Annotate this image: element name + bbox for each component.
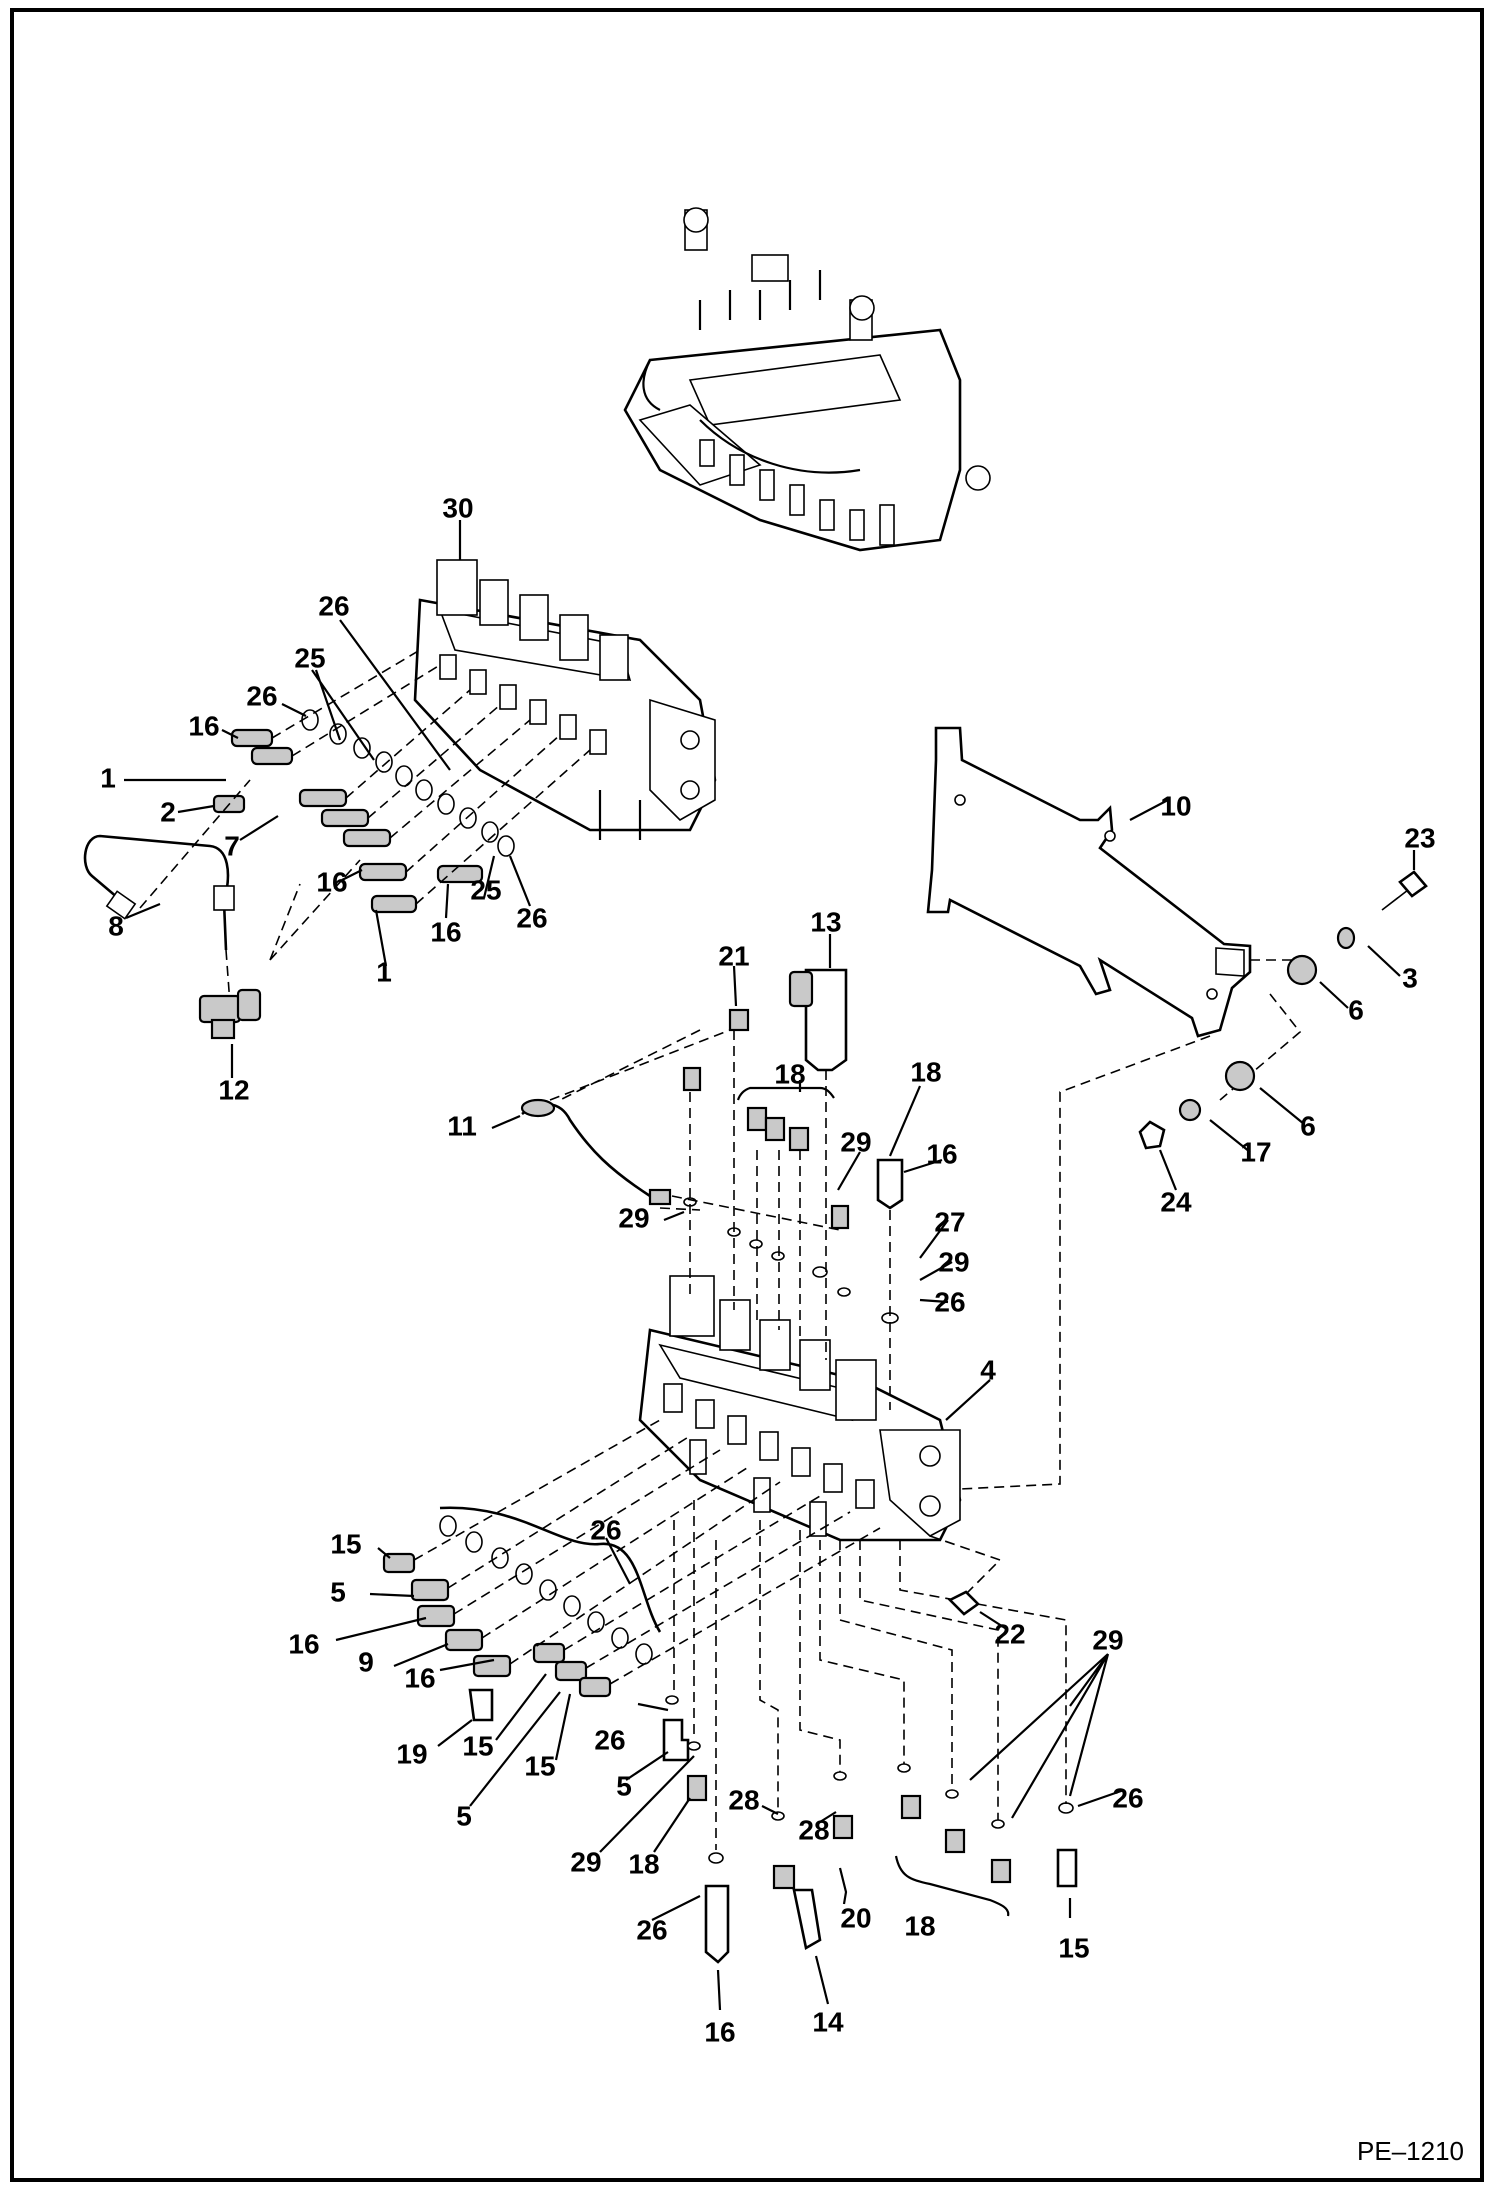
callout-label-30: 30	[442, 492, 473, 523]
callout-label-18-c: 18	[628, 1848, 659, 1879]
callout-label-29-c: 29	[938, 1246, 969, 1277]
overview-valve-assembly	[623, 207, 991, 552]
callout-label-12: 12	[218, 1074, 249, 1105]
callout-label-18-a: 18	[774, 1058, 805, 1089]
top-fittings	[559, 968, 904, 1410]
grouping-brackets	[736, 1086, 1010, 1917]
callout-label-28-a: 28	[728, 1784, 759, 1815]
drawing-code: PE–1210	[1357, 2136, 1464, 2166]
callout-label-13: 13	[810, 906, 841, 937]
callout-label-16-b: 16	[316, 866, 347, 897]
callout-label-28-b: 28	[798, 1814, 829, 1845]
callout-label-26-g: 26	[1112, 1782, 1143, 1813]
tube-8	[83, 779, 361, 1005]
callout-label-16-d: 16	[926, 1138, 957, 1169]
callout-label-10: 10	[1160, 790, 1191, 821]
callout-label-4: 4	[980, 1354, 996, 1385]
callout-label-1-a: 1	[100, 762, 116, 793]
callout-label-16-c: 16	[430, 916, 461, 947]
leader-lines	[124, 520, 1416, 2011]
callout-label-18-b: 18	[910, 1056, 941, 1087]
tee-fitting-12	[198, 988, 262, 1040]
callout-label-15-b: 15	[462, 1730, 493, 1761]
callout-label-29-a: 29	[840, 1126, 871, 1157]
callout-label-26-b: 26	[246, 680, 277, 711]
callout-label-26-c: 26	[516, 902, 547, 933]
callout-label-15-a: 15	[330, 1528, 361, 1559]
callout-label-16-e: 16	[288, 1628, 319, 1659]
callout-label-21: 21	[718, 940, 749, 971]
callout-label-3: 3	[1402, 962, 1418, 993]
callout-label-26-d: 26	[934, 1286, 965, 1317]
callout-label-26-e: 26	[590, 1514, 621, 1545]
callout-label-15-d: 15	[1058, 1932, 1089, 1963]
callout-label-26-h: 26	[636, 1914, 667, 1945]
callout-label-26-a: 26	[318, 590, 349, 621]
callout-label-9: 9	[358, 1646, 374, 1677]
callout-label-2: 2	[160, 796, 176, 827]
callout-label-6-a: 6	[1348, 994, 1364, 1025]
callout-label-11: 11	[447, 1110, 477, 1141]
callout-label-23: 23	[1404, 822, 1435, 853]
callout-label-27: 27	[934, 1206, 965, 1237]
callout-label-22: 22	[994, 1618, 1025, 1649]
main-control-valve-4	[638, 1275, 962, 1542]
callout-label-16-f: 16	[404, 1662, 435, 1693]
callout-label-25-a: 25	[294, 642, 325, 673]
callout-label-16-g: 16	[704, 2016, 735, 2047]
hardware-stack	[1138, 870, 1428, 1150]
upper-valve-assembly	[413, 559, 717, 840]
callout-label-29-d: 29	[1092, 1624, 1123, 1655]
callout-label-20: 20	[840, 1902, 871, 1933]
callout-label-1-b: 1	[376, 956, 392, 987]
callout-label-6-b: 6	[1300, 1110, 1316, 1141]
callout-label-15-c: 15	[524, 1750, 555, 1781]
callout-label-24: 24	[1160, 1186, 1192, 1217]
callout-label-5-b: 5	[616, 1770, 632, 1801]
callout-label-29-e: 29	[570, 1846, 601, 1877]
callout-label-7: 7	[224, 830, 240, 861]
callout-label-19: 19	[396, 1738, 427, 1769]
callout-label-16-a: 16	[188, 710, 219, 741]
callout-label-26-f: 26	[594, 1724, 625, 1755]
sensor-harness-11	[520, 1029, 841, 1231]
callout-label-5-c: 5	[456, 1800, 472, 1831]
callout-label-29-b: 29	[618, 1202, 649, 1233]
callout-label-17: 17	[1240, 1136, 1271, 1167]
bottom-fittings	[662, 1500, 1078, 1964]
callout-label-5-a: 5	[330, 1576, 346, 1607]
callout-label-18-d: 18	[904, 1910, 935, 1941]
callout-label-14: 14	[812, 2006, 844, 2037]
callout-label-25-b: 25	[470, 874, 501, 905]
side-fittings	[382, 1419, 881, 1722]
callout-label-8: 8	[108, 910, 124, 941]
